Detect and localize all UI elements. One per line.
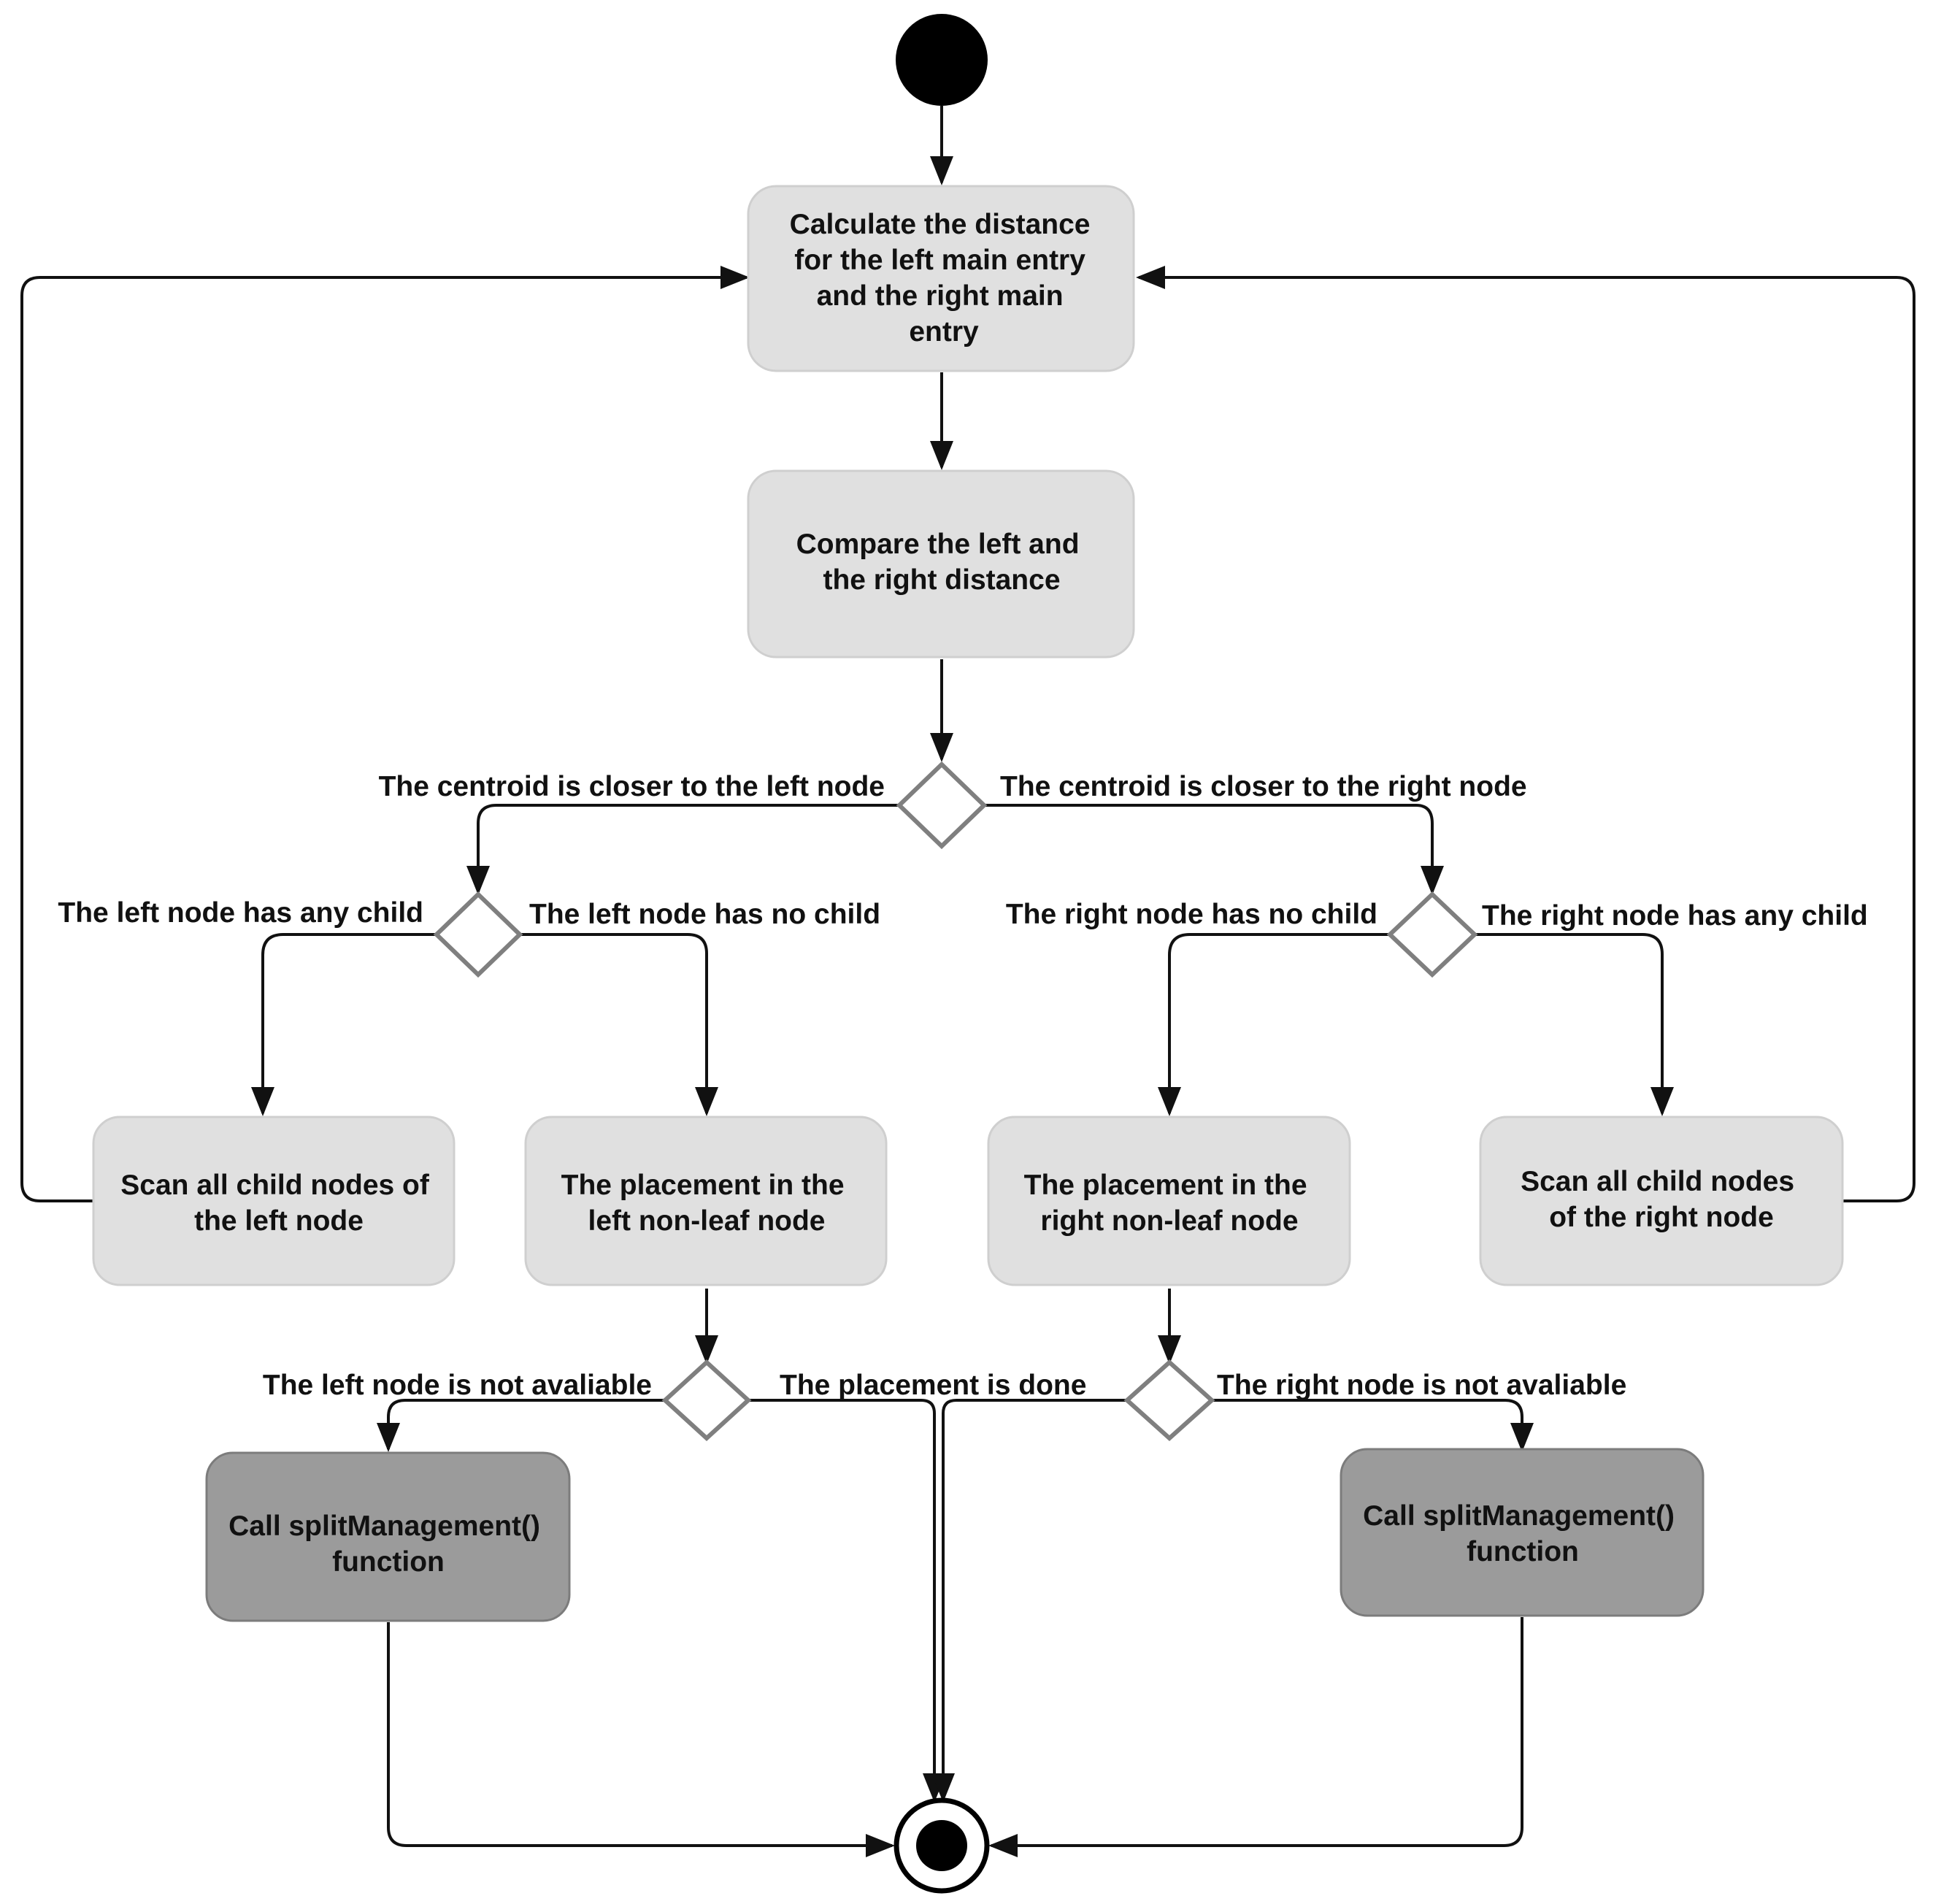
scan-left-line-2: the left node: [194, 1205, 364, 1237]
node-place-left: The placement in the left non-leaf node: [524, 1116, 888, 1286]
edge-decision-to-right: [985, 804, 1444, 895]
edge-right-decision-to-place-right: [1158, 933, 1391, 1116]
label-right-has-child: The right node has any child: [1482, 900, 1868, 932]
decision-right-placement: [1123, 1359, 1215, 1442]
compare-line-2: the right distance: [823, 564, 1060, 596]
split-left-line-1: Call splitManagement(): [228, 1510, 540, 1542]
svg-text:Calculate the distance f: Calculate the distance for the left main…: [790, 209, 1099, 348]
svg-text:Compare the left and the: Compare the left and the right distance: [796, 529, 1088, 596]
label-left-not-available: The left node is not avaliable: [263, 1370, 652, 1401]
start-node: [896, 14, 988, 106]
decision-right-child: [1386, 891, 1478, 978]
decision-left-placement: [661, 1359, 752, 1442]
calc-line-4: entry: [909, 316, 979, 348]
edge-left-not-available: [377, 1399, 664, 1452]
svg-text:Scan all child nodes of: Scan all child nodes of the left node: [120, 1170, 437, 1237]
label-right-no-child: The right node has no child: [1006, 899, 1377, 930]
scan-right-line-2: of the right node: [1549, 1202, 1774, 1233]
end-node: [894, 1797, 990, 1894]
node-split-left: Call splitManagement() function: [205, 1451, 571, 1622]
place-left-line-2: left non-leaf node: [588, 1205, 826, 1237]
edge-right-not-available: [1212, 1399, 1534, 1452]
node-scan-right: Scan all child nodes of the right node: [1479, 1116, 1844, 1286]
label-closer-right: The centroid is closer to the right node: [1000, 771, 1527, 802]
edge-right-decision-to-scan-right: [1475, 933, 1674, 1116]
edge-left-decision-to-scan-left: [251, 933, 438, 1116]
edge-split-right-to-end: [988, 1617, 1523, 1857]
decision-main: [896, 761, 988, 850]
svg-text:The placement in the lef: The placement in the left non-leaf node: [561, 1170, 853, 1237]
edge-left-decision-to-place-left: [518, 933, 718, 1116]
edge-split-left-to-end: [387, 1622, 895, 1857]
svg-text:Call splitManagement() f: Call splitManagement() function: [1363, 1500, 1683, 1567]
node-compare-distance: Compare the left and the right distance: [747, 469, 1135, 659]
edges: [20, 106, 1915, 1857]
calc-line-1: Calculate the distance: [790, 209, 1091, 240]
label-closer-left: The centroid is closer to the left node: [379, 771, 885, 802]
edge-right-placement-done: [931, 1399, 1128, 1803]
calc-line-3: and the right main: [817, 280, 1064, 312]
calc-line-2: for the left main entry: [794, 245, 1085, 276]
node-calculate-distance: Calculate the distance for the left main…: [747, 185, 1135, 372]
place-right-line-1: The placement in the: [1024, 1170, 1307, 1201]
node-place-right: The placement in the right non-leaf node: [987, 1116, 1351, 1286]
node-scan-left: Scan all child nodes of the left node: [92, 1116, 456, 1286]
place-right-line-2: right non-leaf node: [1040, 1205, 1298, 1237]
label-placement-done: The placement is done: [780, 1370, 1086, 1401]
split-left-line-2: function: [332, 1546, 445, 1578]
edge-scan-left-loop: [20, 266, 750, 1202]
scan-left-line-1: Scan all child nodes of: [120, 1170, 430, 1201]
label-left-has-child: The left node has any child: [58, 897, 423, 929]
compare-line-1: Compare the left and: [796, 529, 1080, 560]
label-left-no-child: The left node has no child: [529, 899, 880, 930]
svg-text:Scan all child nodes of: Scan all child nodes of the right node: [1521, 1166, 1802, 1233]
node-split-right: Call splitManagement() function: [1340, 1448, 1705, 1617]
place-left-line-1: The placement in the: [561, 1170, 845, 1201]
edge-decision-to-left: [466, 804, 899, 895]
svg-text:The placement in the rig: The placement in the right non-leaf node: [1024, 1170, 1315, 1237]
svg-text:Call splitManagement() f: Call splitManagement() function: [228, 1510, 548, 1578]
split-right-line-1: Call splitManagement(): [1363, 1500, 1675, 1532]
edge-left-placement-done: [748, 1399, 946, 1803]
split-right-line-2: function: [1467, 1536, 1579, 1567]
label-right-not-available: The right node is not avaliable: [1217, 1370, 1626, 1401]
edge-scan-right-loop: [1136, 266, 1915, 1202]
scan-right-line-1: Scan all child nodes: [1521, 1166, 1794, 1197]
decision-left-child: [433, 891, 523, 978]
